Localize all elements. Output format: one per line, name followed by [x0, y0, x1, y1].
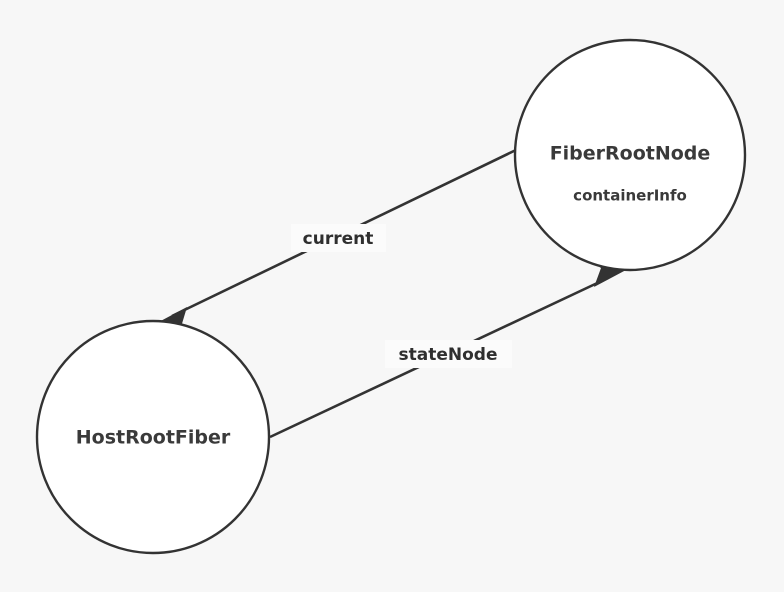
node-fiber-root-node-title: FiberRootNode — [550, 143, 711, 165]
edge-current-label: current — [303, 229, 374, 249]
edge-current[interactable]: current — [155, 148, 517, 335]
node-host-root-fiber[interactable]: HostRootFiber — [35, 319, 271, 555]
edge-state-node-label-background — [385, 340, 512, 368]
edge-current-arrowhead-icon — [155, 307, 192, 335]
edge-state-node[interactable]: stateNode — [269, 260, 626, 439]
edge-state-node-arrowhead-icon — [589, 260, 626, 287]
edge-state-node-label: stateNode — [399, 345, 498, 365]
edge-current-label-background — [291, 224, 386, 252]
node-fiber-root-node-shape — [513, 38, 747, 272]
node-host-root-fiber-shape — [35, 319, 271, 555]
node-host-root-fiber-title: HostRootFiber — [76, 427, 231, 449]
node-fiber-root-node-subtitle: containerInfo — [573, 187, 687, 205]
node-fiber-root-node[interactable]: FiberRootNode containerInfo — [513, 38, 747, 272]
